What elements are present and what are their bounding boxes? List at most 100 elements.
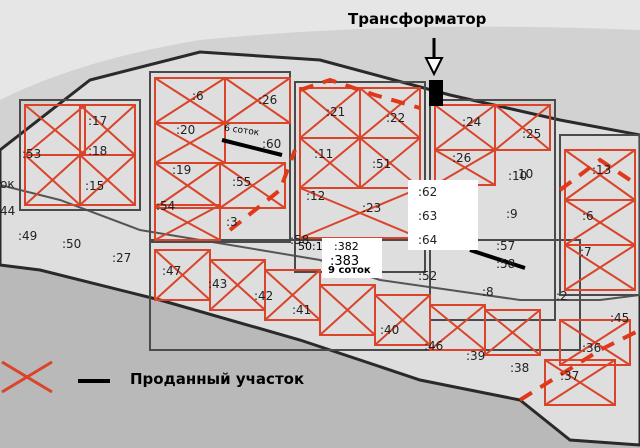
plot-label: :6 bbox=[582, 209, 594, 223]
annotation-50-1: 50:1 bbox=[298, 240, 323, 253]
plot-cross bbox=[374, 294, 431, 346]
plot-label: :21 bbox=[326, 105, 345, 119]
plot-label: :46 bbox=[424, 339, 443, 353]
plot-label: :62 bbox=[418, 185, 437, 199]
plot-cross bbox=[24, 154, 81, 206]
plot-label: :41 bbox=[292, 303, 311, 317]
plot-cross bbox=[564, 149, 636, 201]
plot-cross bbox=[299, 87, 361, 139]
plot-cross bbox=[79, 104, 136, 156]
transformer-marker bbox=[429, 80, 443, 106]
upper-area bbox=[0, 0, 640, 100]
plot-label: :22 bbox=[386, 111, 405, 125]
plot-cell bbox=[484, 309, 541, 356]
label-patch-62-64 bbox=[408, 180, 478, 250]
plot-cross bbox=[564, 199, 636, 246]
plot-cell bbox=[559, 319, 631, 366]
plot-cross bbox=[559, 319, 631, 366]
plot-label: :11 bbox=[314, 147, 333, 161]
plot-cross bbox=[299, 137, 361, 189]
plot-label: :39 bbox=[466, 349, 485, 363]
transformer-label: Трансформатор bbox=[348, 10, 487, 28]
plot-label: :15 bbox=[85, 179, 104, 193]
plot-label: :23 bbox=[362, 201, 381, 215]
road-markings bbox=[228, 77, 640, 402]
plot-cross bbox=[219, 162, 286, 209]
plot-label: :42 bbox=[254, 289, 273, 303]
plot-label: :60 bbox=[262, 137, 281, 151]
plot-cross bbox=[494, 104, 551, 151]
plot-cross bbox=[79, 154, 136, 206]
plot-label: :38 bbox=[510, 361, 529, 375]
block-west bbox=[19, 99, 141, 211]
plot-cross bbox=[299, 187, 421, 239]
plot-label: :2 bbox=[556, 289, 568, 303]
plot-cell bbox=[154, 204, 221, 241]
plot-cell bbox=[79, 154, 136, 206]
plot-cell bbox=[564, 244, 636, 291]
plot-label: :10 bbox=[514, 167, 533, 181]
plot-cross bbox=[564, 244, 636, 291]
block-a bbox=[149, 71, 291, 243]
plot-label: :63 bbox=[418, 209, 437, 223]
plot-label: :20 bbox=[176, 123, 195, 137]
plot-cross bbox=[429, 304, 486, 351]
sold-line-60 bbox=[221, 138, 283, 157]
legend-cross-stroke-2 bbox=[1, 360, 53, 394]
arrow-head bbox=[424, 57, 444, 77]
plot-label: :18 bbox=[88, 144, 107, 158]
plot-label: :57 bbox=[496, 239, 515, 253]
plot-label: :50 bbox=[62, 237, 81, 251]
plot-label: :6 bbox=[192, 89, 204, 103]
plot-labels: :17 :53 :18 :15 ок 44:49 :50 :27 :6 :26 :20 :60 :19:… bbox=[0, 89, 629, 383]
plot-cross bbox=[154, 162, 221, 209]
plot-cross bbox=[264, 269, 321, 321]
plot-cross bbox=[154, 77, 226, 124]
plot-label: :3 bbox=[226, 215, 238, 229]
plot-label: :17 bbox=[88, 114, 107, 128]
plot-label: :27 bbox=[112, 251, 131, 265]
plot-cross bbox=[154, 249, 211, 301]
plot-cross bbox=[544, 359, 616, 406]
plot-label: 44 bbox=[0, 204, 15, 218]
plot-label: :9 bbox=[506, 207, 518, 221]
plot-label: :47 bbox=[162, 264, 181, 278]
annotation-382: :382 bbox=[334, 240, 359, 253]
plot-label: :19 bbox=[172, 163, 191, 177]
plot-label: :64 bbox=[418, 233, 437, 247]
block-east bbox=[559, 134, 640, 296]
plot-cross bbox=[319, 284, 376, 336]
label-patch-382 bbox=[322, 238, 382, 278]
road-segment-east bbox=[558, 157, 632, 192]
plot-cross bbox=[434, 149, 496, 186]
plot-label: :52 bbox=[418, 269, 437, 283]
plot-label: :10 bbox=[508, 169, 527, 183]
plot-label: :51 bbox=[372, 157, 391, 171]
plot-label: ок bbox=[0, 177, 15, 191]
plot-label: :26 bbox=[258, 93, 277, 107]
plot-label: :37 bbox=[560, 369, 579, 383]
plot-label: :53 bbox=[22, 147, 41, 161]
plot-label: :26 bbox=[452, 151, 471, 165]
plot-cross bbox=[434, 104, 496, 151]
plot-label: :43 bbox=[208, 277, 227, 291]
plot-cross bbox=[359, 87, 421, 139]
sold-line-57 bbox=[469, 248, 526, 270]
plot-label: :40 bbox=[380, 323, 399, 337]
plot-cross bbox=[154, 204, 221, 241]
plot-cross bbox=[224, 77, 291, 124]
legend-cross-icon bbox=[1, 360, 53, 394]
plot-label: :55 bbox=[232, 175, 251, 189]
arrow-down-icon bbox=[424, 38, 444, 77]
plot-label: :7 bbox=[580, 245, 592, 259]
road-segment-southeast bbox=[518, 328, 640, 402]
plot-label: :49 bbox=[18, 229, 37, 243]
plot-label: :24 bbox=[462, 115, 481, 129]
annotation-9-sotok: 9 соток bbox=[328, 265, 371, 276]
sold-plot-lines bbox=[221, 138, 526, 270]
plot-cell bbox=[494, 104, 551, 151]
available-plots bbox=[24, 77, 636, 406]
annotation-383: :383 bbox=[330, 254, 360, 269]
